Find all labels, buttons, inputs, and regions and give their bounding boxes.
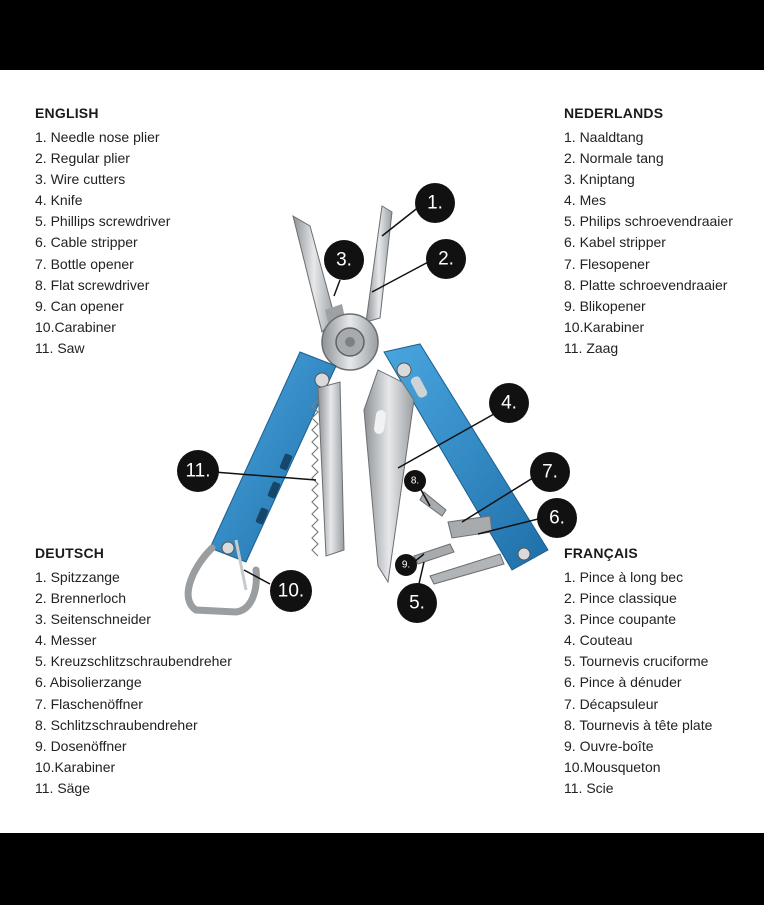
- legend-item: 8. Flat screwdriver: [35, 276, 150, 293]
- right-handle: [383, 343, 549, 571]
- legend-title: ENGLISH: [35, 105, 99, 121]
- bottle-opener: [447, 515, 493, 539]
- legend-title: FRANÇAIS: [564, 545, 638, 561]
- left-handle: [209, 351, 337, 563]
- callout-10-label: 10.: [278, 581, 304, 602]
- legend-item: 9. Dosenöffner: [35, 737, 127, 754]
- legend-item: 4. Knife: [35, 192, 83, 209]
- callout-7-label: 7.: [542, 462, 558, 483]
- callout-3: 3.: [324, 240, 364, 280]
- legend-item: 6. Pince à dénuder: [564, 674, 682, 691]
- legend-item: 7. Décapsuleur: [564, 695, 659, 712]
- legend-item: 10.Karabiner: [564, 318, 645, 335]
- callout-5-label: 5.: [409, 593, 425, 614]
- callout-5: 5.: [397, 583, 437, 623]
- legend-item: 2. Normale tang: [564, 150, 664, 167]
- callout-9: 9.: [395, 554, 417, 576]
- callout-11-label: 11.: [185, 461, 210, 482]
- legend-item: 10.Mousqueton: [564, 758, 661, 775]
- callout-4-label: 4.: [501, 393, 517, 414]
- legend-item: 8. Tournevis à tête plate: [564, 716, 713, 733]
- callout-1-label: 1.: [427, 193, 443, 214]
- callout-8-label: 8.: [411, 476, 419, 487]
- flat-screwdriver: [419, 491, 447, 517]
- pivot-disc: [321, 313, 379, 371]
- callout-4: 4.: [489, 383, 529, 423]
- legend-item: 11. Scie: [564, 779, 614, 796]
- legend-item: 10.Karabiner: [35, 758, 116, 775]
- legend-french: FRANÇAIS 1. Pince à long bec 2. Pince cl…: [564, 543, 712, 799]
- legend-item: 4. Mes: [564, 192, 607, 209]
- wire-cutter: [325, 304, 348, 338]
- legend-item: 5. Philips schroevendraaier: [564, 213, 733, 230]
- legend-title: NEDERLANDS: [564, 105, 664, 121]
- can-opener: [413, 543, 455, 565]
- legend-item: 7. Bottle opener: [35, 255, 134, 272]
- legend-item: 11. Säge: [35, 779, 91, 796]
- legend-item: 2. Regular plier: [35, 150, 130, 167]
- legend-item: 11. Saw: [35, 339, 85, 356]
- legend-item: 5. Phillips screwdriver: [35, 213, 171, 230]
- callout-2-label: 2.: [438, 249, 454, 270]
- legend-item: 7. Flaschenöffner: [35, 695, 143, 712]
- legend-item: 3. Kniptang: [564, 171, 635, 188]
- callout-10: 10.: [270, 570, 312, 612]
- callout-6: 6.: [537, 498, 577, 538]
- legend-item: 5. Kreuzschlitzschraubendreher: [35, 653, 232, 670]
- knife-blade: [363, 369, 415, 584]
- legend-list: 1. Spitzzange 2. Brennerloch 3. Seitensc…: [35, 567, 232, 799]
- legend-item: 8. Platte schroevendraaier: [564, 276, 728, 293]
- legend-item: 3. Seitenschneider: [35, 611, 151, 628]
- legend-item: 3. Pince coupante: [564, 611, 677, 628]
- legend-item: 10.Carabiner: [35, 318, 116, 335]
- legend-item: 6. Kabel stripper: [564, 234, 666, 251]
- callout-8: 8.: [404, 470, 426, 492]
- legend-item: 7. Flesopener: [564, 255, 650, 272]
- legend-item: 2. Pince classique: [564, 590, 677, 607]
- legend-item: 4. Messer: [35, 632, 97, 649]
- legend-item: 6. Abisolierzange: [35, 674, 142, 691]
- callout-2: 2.: [426, 239, 466, 279]
- callout-3-label: 3.: [336, 250, 352, 271]
- legend-item: 5. Tournevis cruciforme: [564, 653, 709, 670]
- legend-item: 8. Schlitzschraubendreher: [35, 716, 198, 733]
- callout-1: 1.: [415, 183, 455, 223]
- legend-item: 4. Couteau: [564, 632, 633, 649]
- legend-list: 1. Pince à long bec 2. Pince classique 3…: [564, 567, 712, 799]
- legend-list: 1. Needle nose plier 2. Regular plier 3.…: [35, 127, 170, 359]
- legend-list: 1. Naaldtang 2. Normale tang 3. Kniptang…: [564, 127, 733, 359]
- plier-jaw-left: [292, 214, 336, 334]
- callout-6-label: 6.: [549, 508, 565, 529]
- legend-english: ENGLISH 1. Needle nose plier 2. Regular …: [35, 103, 170, 359]
- legend-item: 3. Wire cutters: [35, 171, 126, 188]
- legend-item: 2. Brennerloch: [35, 590, 127, 607]
- legend-item: 9. Ouvre-boîte: [564, 737, 654, 754]
- plier-jaw-right: [365, 205, 393, 323]
- callout-9-label: 9.: [402, 560, 410, 571]
- legend-item: 1. Naaldtang: [564, 129, 644, 145]
- legend-german: DEUTSCH 1. Spitzzange 2. Brennerloch 3. …: [35, 543, 232, 799]
- phillips-screwdriver: [429, 553, 505, 585]
- legend-item: 1. Spitzzange: [35, 569, 120, 585]
- legend-item: 1. Needle nose plier: [35, 129, 160, 145]
- legend-item: 6. Cable stripper: [35, 234, 138, 251]
- legend-title: DEUTSCH: [35, 545, 105, 561]
- infographic-sheet: 1. 2. 3. 4. 5. 6. 7. 8.: [0, 70, 764, 833]
- legend-item: 9. Blikopener: [564, 297, 646, 314]
- callout-11: 11.: [177, 450, 219, 492]
- legend-item: 9. Can opener: [35, 297, 124, 314]
- callout-7: 7.: [530, 452, 570, 492]
- legend-item: 11. Zaag: [564, 339, 619, 356]
- saw-blade: [317, 381, 345, 557]
- legend-item: 1. Pince à long bec: [564, 569, 684, 585]
- leader-lines: [213, 205, 543, 589]
- legend-dutch: NEDERLANDS 1. Naaldtang 2. Normale tang …: [564, 103, 733, 359]
